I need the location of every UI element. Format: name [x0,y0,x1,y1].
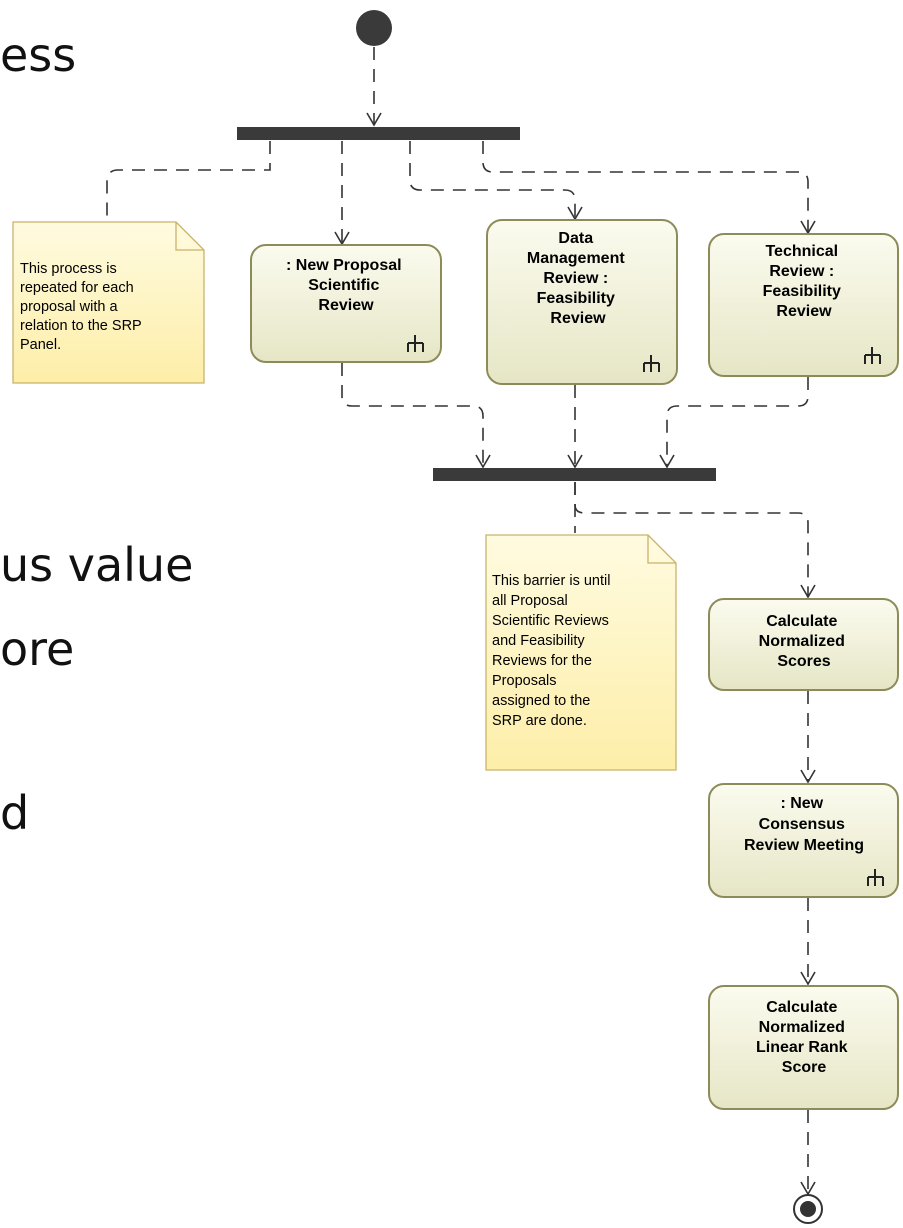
action-label-line: Consensus [759,816,845,833]
note-barrier: This barrier is until all Proposal Scien… [485,534,677,771]
svg-text:Calculate Normalized: Calculate Normalized Linear Rank Score [756,999,852,1076]
action-label-line: Technical [765,243,838,260]
arrowhead [800,971,816,986]
initial-node [356,10,392,46]
slide-text-fragment-3: ore [0,622,75,676]
action-label-line: Feasibility [537,290,615,307]
arrowhead [659,454,675,469]
action-label-line: Linear Rank [756,1039,848,1056]
note-line: relation to the SRP [20,318,141,334]
flow-fork-to-technical [482,141,809,232]
svg-text:: New Proposal Scientifi: : New Proposal Scientific Review [286,257,406,314]
flow-join-to-calculate-scores [574,482,809,596]
note-line: repeated for each [20,280,134,296]
svg-text:Calculate Normalized: Calculate Normalized Scores [759,613,850,670]
note-line: Proposals [492,673,556,689]
note-anchor-repeat [106,141,271,222]
svg-text:This process is repeated: This process is repeated for each propos… [20,261,145,353]
note-line: proposal with a [20,299,118,315]
fork-bar [237,127,520,140]
action-label-line: Scores [777,653,830,670]
action-label-line: Normalized [759,1019,845,1036]
slide-text-fragment-1: ess [0,28,77,82]
action-label-line: Feasibility [763,283,841,300]
rake-icon [867,869,884,886]
action-label-line: Calculate [766,613,837,630]
rake-icon [643,355,660,372]
action-label-line: Review [776,303,832,320]
arrowhead [800,769,816,784]
flow-technical-to-join [666,377,809,466]
action-calculate-normalized-scores[interactable]: Calculate Normalized Scores [708,598,899,691]
note-line: assigned to the [492,693,590,709]
action-calculate-linear-rank-score[interactable]: Calculate Normalized Linear Rank Score [708,985,899,1110]
action-label-line: : New Proposal [286,257,402,274]
note-line: Scientific Reviews [492,613,609,629]
action-new-consensus-review-meeting[interactable]: : New Consensus Review Meeting [708,783,899,898]
activity-final-node [793,1194,823,1224]
flow-fork-to-data-management [409,141,576,218]
note-line: This process is [20,261,117,277]
action-label-line: Normalized [759,633,845,650]
action-label-line: Review Meeting [744,837,864,854]
action-label-line: Review : [769,263,834,280]
action-label-line: Score [782,1059,827,1076]
slide-text-fragment-4: d [0,786,30,840]
action-label-line: Scientific [308,277,379,294]
action-label-line: Review : [543,270,608,287]
action-label-line: Management [527,250,625,267]
note-process-repeated: This process is repeated for each propos… [12,221,205,384]
flow-new-proposal-to-join [341,363,484,466]
arrowhead [475,454,491,469]
action-label-line: Data [558,230,593,247]
note-line: Panel. [20,337,61,353]
join-bar [433,468,716,481]
arrowhead [800,584,816,599]
slide-text-fragment-2: us value [0,538,194,592]
arrowhead [567,454,583,469]
note-line: and Feasibility [492,633,585,649]
svg-text:: New Consensus Re: : New Consensus Review Meeting [744,795,864,854]
action-label-line: Review [318,297,374,314]
arrowhead [366,112,382,127]
action-technical-feasibility-review[interactable]: Technical Review : Feasibility Review [708,233,899,377]
action-new-proposal-scientific-review[interactable]: : New Proposal Scientific Review [250,244,442,363]
svg-text:This barrier is until al: This barrier is until all Proposal Scien… [492,573,614,729]
note-line: Reviews for the [492,653,592,669]
note-line: all Proposal [492,593,568,609]
note-line: SRP are done. [492,713,587,729]
action-label-line: Calculate [766,999,837,1016]
action-label-line: : New [780,795,823,812]
action-label-line: Review [550,310,606,327]
svg-text:Data Management Re: Data Management Review : Feasibility Rev… [527,230,629,327]
action-data-management-feasibility-review[interactable]: Data Management Review : Feasibility Rev… [486,219,678,385]
svg-text:Technical Review :: Technical Review : Feasibility Review [763,243,846,320]
note-line: This barrier is until [492,573,610,589]
rake-icon [864,347,881,364]
rake-icon [407,335,424,352]
